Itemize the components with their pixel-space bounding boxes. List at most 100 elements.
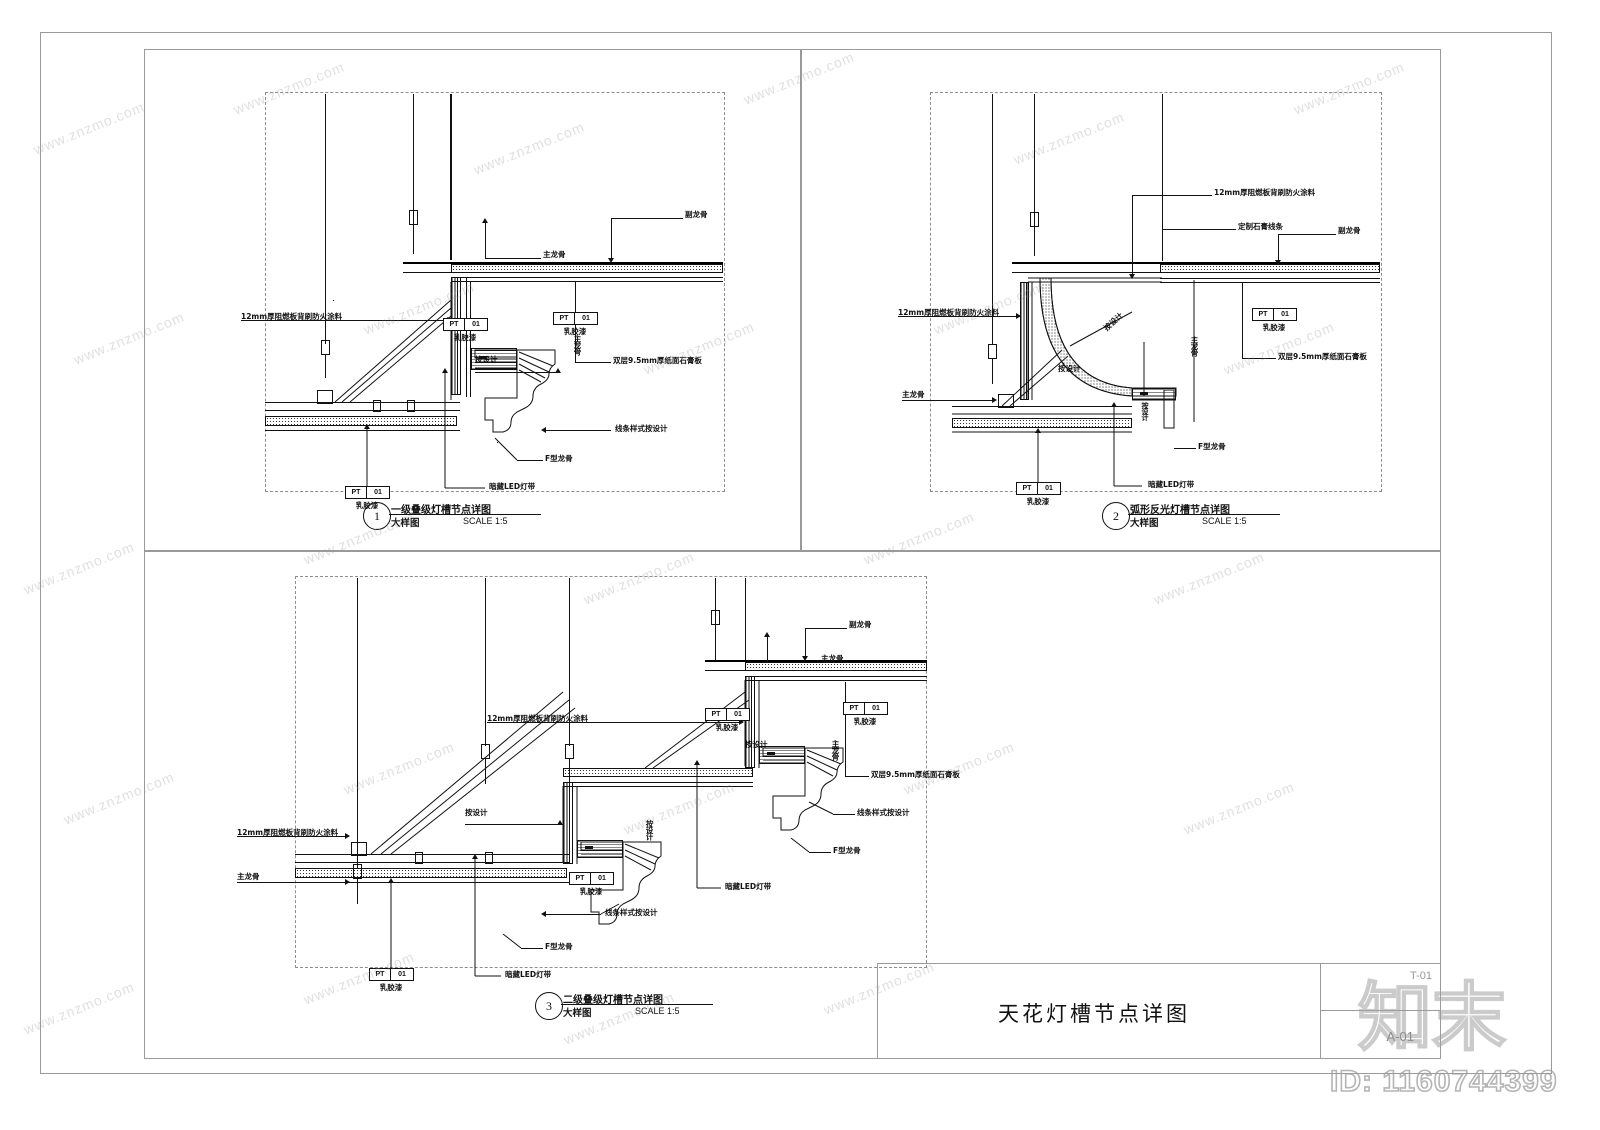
leader-sub-keel-2 (1278, 234, 1336, 235)
detail-1-slab-line (403, 262, 723, 264)
leader-gypsum-molding (1162, 229, 1236, 230)
leader-fire-upper (487, 722, 743, 723)
leader-fire-left (898, 316, 1020, 317)
label-sub-keel: 副龙骨 (685, 210, 708, 219)
label-led-strip-a: 暗藏LED灯带 (725, 882, 772, 891)
leader-sub-keel (611, 218, 683, 219)
leader-arrow (1111, 402, 1117, 407)
detail-1-hanger-rod (325, 94, 326, 344)
detail-2-upper-ceiling-base2 (1160, 282, 1380, 283)
tag-name: 乳胶漆 (715, 723, 739, 732)
detail-1-upper-ceiling-base2 (451, 281, 723, 282)
detail-3-mid-base (563, 782, 753, 783)
label-fire-board-top: 12mm厚阻燃板背刷防火涂料 (1214, 188, 1316, 197)
label-molding-style-b: 线条样式按设计 (605, 908, 658, 917)
watermark-id: ID: 1160744399 (1329, 1064, 1558, 1099)
sheet-number-top: T-01 (1409, 970, 1432, 982)
label-main-keel-vertical: 主龙骨 (831, 740, 840, 760)
detail-1-main-keel-section (373, 400, 381, 412)
leader-arrow (345, 879, 350, 885)
detail-3-main-keel-section (415, 852, 423, 864)
leader-gypsum (575, 362, 611, 363)
label-gypsum-board: 双层9.5mm厚纸面石膏板 (613, 356, 702, 365)
label-per-design-2: 按设计 (1058, 364, 1081, 373)
leader-per-design (475, 372, 559, 373)
detail-2-keel-runner (952, 406, 1132, 407)
detail-1-lower-ceiling-top (265, 410, 460, 411)
detail-1-riser-board (451, 277, 461, 395)
detail-3-extent (295, 576, 927, 968)
detail-3-lower-runner (295, 854, 570, 855)
detail-scale: SCALE 1:5 (463, 516, 508, 526)
leader-gypsum-3v (845, 682, 846, 776)
detail-2-main-keel-section (998, 394, 1014, 408)
callout-rule (561, 1004, 713, 1005)
label-fire-board-upper: 12mm厚阻燃板背刷防火涂料 (487, 714, 589, 723)
detail-1-main-keel-section (317, 390, 333, 404)
detail-3-hanger-rod (357, 578, 358, 868)
leader-f-keel-diag (497, 442, 498, 443)
leader-arrow (992, 397, 997, 403)
sheet-number-column: T-01 A-01 (1320, 964, 1440, 1058)
tag-number: 01 (398, 971, 406, 978)
leader-main-keel-2 (902, 400, 994, 401)
callout-rule (1128, 514, 1280, 515)
leader-arrow (482, 218, 488, 223)
label-per-design: 按设计 (475, 355, 498, 364)
label-per-design-vert: 按设计 (645, 820, 654, 840)
detail-number: 2 (1102, 502, 1130, 530)
detail-2-hanger-clip (988, 344, 998, 384)
leader-f-keel-2 (1174, 448, 1196, 449)
leader-arrow (739, 719, 744, 725)
label-f-keel-a: F型龙骨 (833, 846, 861, 855)
tag-name: 乳胶漆 (579, 887, 603, 896)
label-gypsum-board: 双层9.5mm厚纸面石膏板 (871, 770, 960, 779)
label-main-keel-vertical: 主龙骨 (1190, 336, 1199, 356)
label-per-design-vertical: 按设计 (1141, 402, 1149, 420)
detail-panel-1: 12mm厚阻燃板背刷防火涂料 主龙骨 副龙骨 双层9.5mm厚纸面石膏板 按设计… (144, 49, 801, 551)
label-f-keel: F型龙骨 (1198, 442, 1226, 451)
leader-gypsum-2v (1242, 283, 1243, 358)
detail-3-lower-top (295, 862, 570, 863)
detail-subtitle: 大样图 (563, 1008, 592, 1019)
leader-main-keel-3 (767, 662, 819, 663)
leader-molding-3b (545, 914, 601, 915)
callout-rule (389, 514, 541, 515)
leader-arrow (1129, 274, 1135, 279)
leader-fire-lower (237, 836, 349, 837)
detail-2-hanger-clip (1030, 212, 1040, 252)
sheet-title: 天花灯槽节点详图 (998, 1002, 1190, 1026)
tag-number: 01 (1281, 311, 1289, 318)
leader-arrow (1016, 313, 1021, 319)
label-main-keel: 主龙骨 (902, 390, 925, 399)
leader-sub-keel-v (611, 218, 612, 260)
detail-2-lower-ceiling-board (952, 418, 1132, 428)
tag-code: PT (346, 487, 367, 498)
tag-number: 01 (374, 489, 382, 496)
detail-3-hanger-clip (565, 744, 575, 784)
label-gypsum-molding: 定制石膏线条 (1238, 222, 1283, 231)
label-sub-keel: 副龙骨 (849, 620, 872, 629)
detail-2-led-pocket (1132, 388, 1176, 400)
leader-fire-board (241, 320, 451, 321)
detail-3-mid-riser (563, 782, 573, 864)
detail-3-upper-ceiling-board (745, 662, 927, 671)
detail-1-extent (265, 92, 725, 492)
tag-code: PT (1017, 483, 1038, 494)
detail-1-lower-ceiling-bot (265, 430, 460, 431)
label-f-keel-b: F型龙骨 (545, 942, 573, 951)
leader-arrow (345, 833, 350, 839)
leader-arrow (1035, 428, 1041, 433)
title-block: 天花灯槽节点详图 T-01 A-01 (877, 963, 1441, 1059)
detail-2-wall-board (1020, 282, 1029, 400)
leader-arrow (541, 911, 546, 917)
leader-fire-top (1132, 195, 1212, 196)
